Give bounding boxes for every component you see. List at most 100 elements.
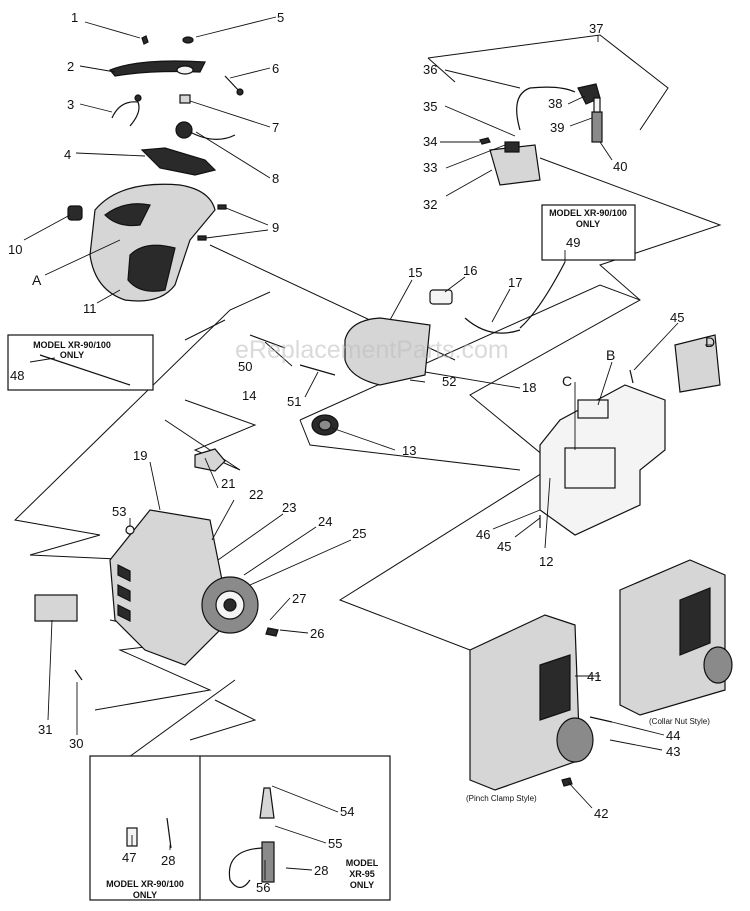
assembly-guide-lines <box>13 34 722 761</box>
wire-part-3 <box>111 94 142 127</box>
ignition-module-part-32 <box>489 141 541 186</box>
callout-5: 5 <box>277 10 284 25</box>
note-collar-nut: (Collar Nut Style) <box>649 717 710 726</box>
knob-part-13 <box>311 414 339 436</box>
watermark-text: eReplacementParts.com <box>235 336 509 364</box>
callout-8: 8 <box>272 171 279 186</box>
engine-housing-part-22 <box>109 509 231 666</box>
callout-3: 3 <box>67 97 74 112</box>
callout-19: 19 <box>133 448 147 463</box>
spark-plug-part-40 <box>591 97 603 143</box>
callout-41: 41 <box>587 669 601 684</box>
callout-30: 30 <box>69 736 83 751</box>
screw-part-1 <box>141 35 149 45</box>
callout-38: 38 <box>548 96 562 111</box>
callout-54: 54 <box>340 804 354 819</box>
callout-1: 1 <box>71 10 78 25</box>
callout-28a: 28 <box>161 853 175 868</box>
callout-50: 50 <box>238 359 252 374</box>
callout-22: 22 <box>249 487 263 502</box>
callout-55: 55 <box>328 836 342 851</box>
callout-47: 47 <box>122 850 136 865</box>
screw-part-45 <box>629 369 634 384</box>
callout-49: 49 <box>566 235 580 250</box>
washer-part-5 <box>182 36 194 44</box>
callout-21: 21 <box>221 476 235 491</box>
starter-handle-part-21 <box>194 448 226 472</box>
callout-4: 4 <box>64 147 71 162</box>
callout-numbers: 1 2 3 4 5 6 7 8 9 10 11 12 13 14 15 16 1… <box>8 10 684 895</box>
callout-9: 9 <box>272 220 279 235</box>
callout-12: 12 <box>539 554 553 569</box>
callout-14: 14 <box>242 388 256 403</box>
washer-part-53 <box>125 525 135 535</box>
callout-2: 2 <box>67 59 74 74</box>
callout-56: 56 <box>256 880 270 895</box>
screw-part-26 <box>265 627 279 637</box>
callout-53: 53 <box>112 504 126 519</box>
screw-part-44 <box>589 716 613 723</box>
decal-part-D <box>674 334 721 393</box>
callout-34: 34 <box>423 134 437 149</box>
note-bottom-right-line3: ONLY <box>350 880 374 890</box>
callout-52: 52 <box>442 374 456 389</box>
callout-16: 16 <box>463 263 477 278</box>
fuel-line-part-17 <box>464 317 521 334</box>
option-box-bottom <box>89 755 391 901</box>
screws-part-9 <box>197 204 227 241</box>
callout-23: 23 <box>282 500 296 515</box>
leader-lines <box>23 16 712 880</box>
note-bottom-right-line2: XR-95 <box>349 869 375 879</box>
note-49-line1: MODEL XR-90/100 <box>549 208 627 218</box>
letter-B: B <box>606 347 615 363</box>
letter-C: C <box>562 373 572 389</box>
callout-27: 27 <box>292 591 306 606</box>
pin-part-50 <box>249 334 286 349</box>
muffler-pinch-clamp-part-41 <box>469 614 594 791</box>
callout-33: 33 <box>423 160 437 175</box>
callout-44: 44 <box>666 728 680 743</box>
callout-32: 32 <box>423 197 437 212</box>
option-box-48 <box>7 334 154 391</box>
callout-15: 15 <box>408 265 422 280</box>
air-filter-cover-part-15 <box>344 317 431 386</box>
callout-46: 46 <box>476 527 490 542</box>
bracket-part-4 <box>140 147 217 176</box>
letter-A: A <box>32 272 42 288</box>
spring-part-7 <box>179 94 191 104</box>
callout-43: 43 <box>666 744 680 759</box>
recoil-starter-part-25 <box>201 576 259 634</box>
note-48-line2: ONLY <box>60 350 84 360</box>
note-bottom-left-line1: MODEL XR-90/100 <box>106 879 184 889</box>
callout-51: 51 <box>287 394 301 409</box>
switch-part-8 <box>175 121 236 140</box>
callout-26: 26 <box>310 626 324 641</box>
muffler-collar-nut <box>619 559 733 716</box>
primer-line-part-49 <box>519 261 566 329</box>
callout-11: 11 <box>83 301 97 316</box>
callout-25: 25 <box>352 526 366 541</box>
throttle-trigger-part <box>109 60 206 77</box>
callout-7: 7 <box>272 120 279 135</box>
screw-part-30 <box>74 669 83 681</box>
filter-part-16 <box>429 289 453 305</box>
note-49-line2: ONLY <box>576 219 600 229</box>
callout-10: 10 <box>8 242 22 257</box>
screw-part-34 <box>479 137 491 145</box>
upper-housing-part-11 <box>89 183 216 302</box>
pin-part-6 <box>224 75 244 96</box>
pad-part-31 <box>34 594 78 622</box>
reference-letters: A B C D <box>32 272 715 389</box>
callout-37: 37 <box>589 21 603 36</box>
callout-45b: 45 <box>497 539 511 554</box>
callout-17: 17 <box>508 275 522 290</box>
note-bottom-left-line2: ONLY <box>133 890 157 900</box>
callout-42: 42 <box>594 806 608 821</box>
grommet-part-10 <box>67 205 83 221</box>
callout-24: 24 <box>318 514 332 529</box>
shield-part-12 <box>539 384 666 536</box>
note-48-line1: MODEL XR-90/100 <box>33 340 111 350</box>
callout-45a: 45 <box>670 310 684 325</box>
note-bottom-right-line1: MODEL <box>346 858 379 868</box>
